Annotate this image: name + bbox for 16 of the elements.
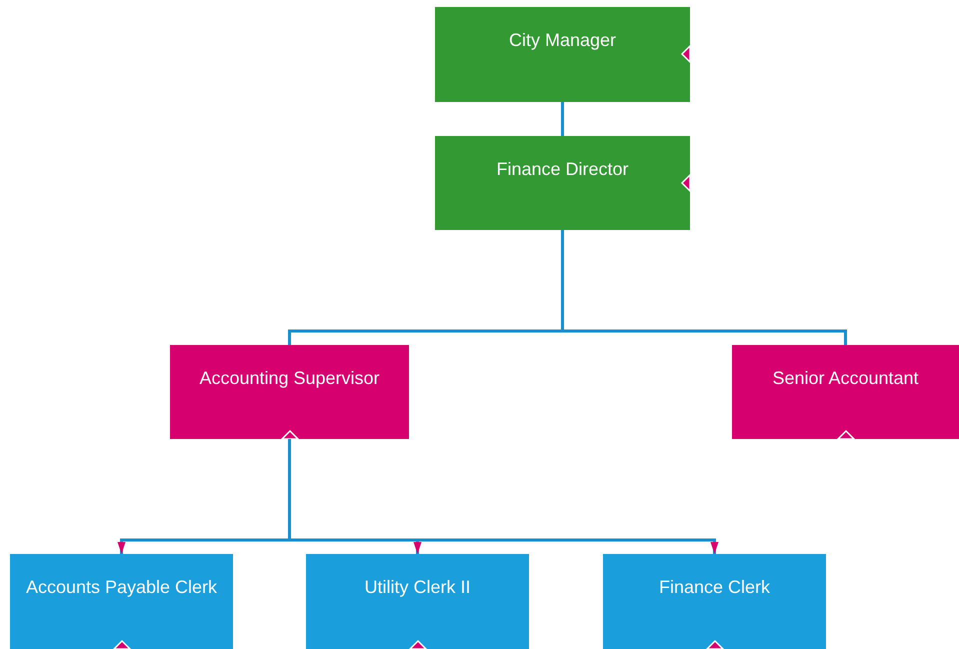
position-title: Accounts Payable Clerk: [26, 576, 218, 598]
org-box: [603, 554, 826, 649]
org-box: [10, 554, 233, 649]
org-box: [435, 136, 690, 230]
position-title: City Manager: [508, 29, 616, 51]
org-box: [306, 554, 529, 649]
org-box: [435, 7, 690, 102]
position-title: Accounting Supervisor: [199, 367, 380, 389]
connector-line: [561, 230, 847, 345]
position-title: Finance Clerk: [658, 576, 770, 598]
connector-line: [561, 102, 564, 136]
position-title: Finance Director: [496, 158, 629, 180]
position-title: Utility Clerk II: [364, 576, 470, 598]
org-box: [170, 345, 409, 439]
org-box: [732, 345, 959, 439]
position-title: Senior Accountant: [772, 367, 919, 389]
